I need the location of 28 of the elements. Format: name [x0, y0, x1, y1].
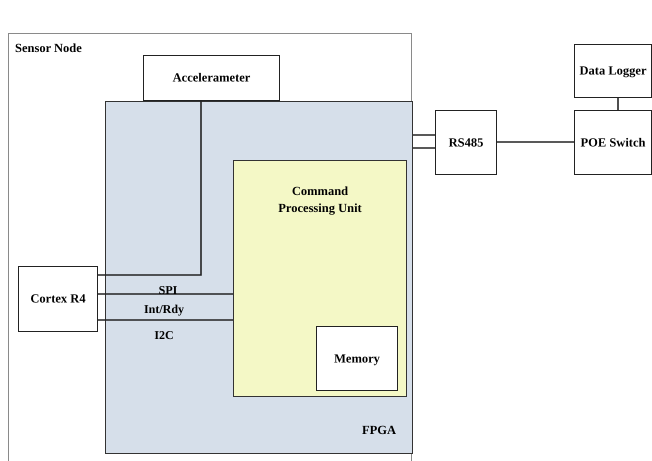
connector-line — [98, 293, 233, 295]
group-box — [8, 33, 412, 461]
component-box — [143, 55, 280, 101]
chip-box — [105, 101, 413, 454]
component-box — [316, 326, 398, 391]
node-label: FPGA — [362, 422, 396, 439]
component-box — [435, 110, 497, 175]
node-label: Command Processing Unit — [277, 183, 363, 217]
connector-line — [497, 141, 574, 143]
edge-label: SPI — [158, 283, 178, 298]
node-label: POE Switch — [580, 134, 646, 151]
node-label: Accelerameter — [172, 70, 252, 86]
connector-line — [617, 98, 619, 110]
node-label: Cortex R4 — [29, 290, 87, 308]
node-label: RS485 — [448, 134, 484, 151]
unit-box — [233, 160, 407, 397]
node-label: Memory — [333, 350, 381, 367]
connector-line — [98, 101, 202, 276]
connector-line — [98, 319, 233, 321]
connector-line — [413, 147, 435, 149]
component-box — [18, 266, 98, 332]
node-label: Data Logger — [578, 62, 648, 80]
edge-label: I2C — [154, 328, 174, 343]
edge-label: Int/Rdy — [144, 302, 184, 317]
component-box — [574, 44, 652, 98]
connector-line — [413, 134, 435, 136]
component-box — [574, 110, 652, 175]
node-label: Sensor Node — [15, 40, 82, 57]
